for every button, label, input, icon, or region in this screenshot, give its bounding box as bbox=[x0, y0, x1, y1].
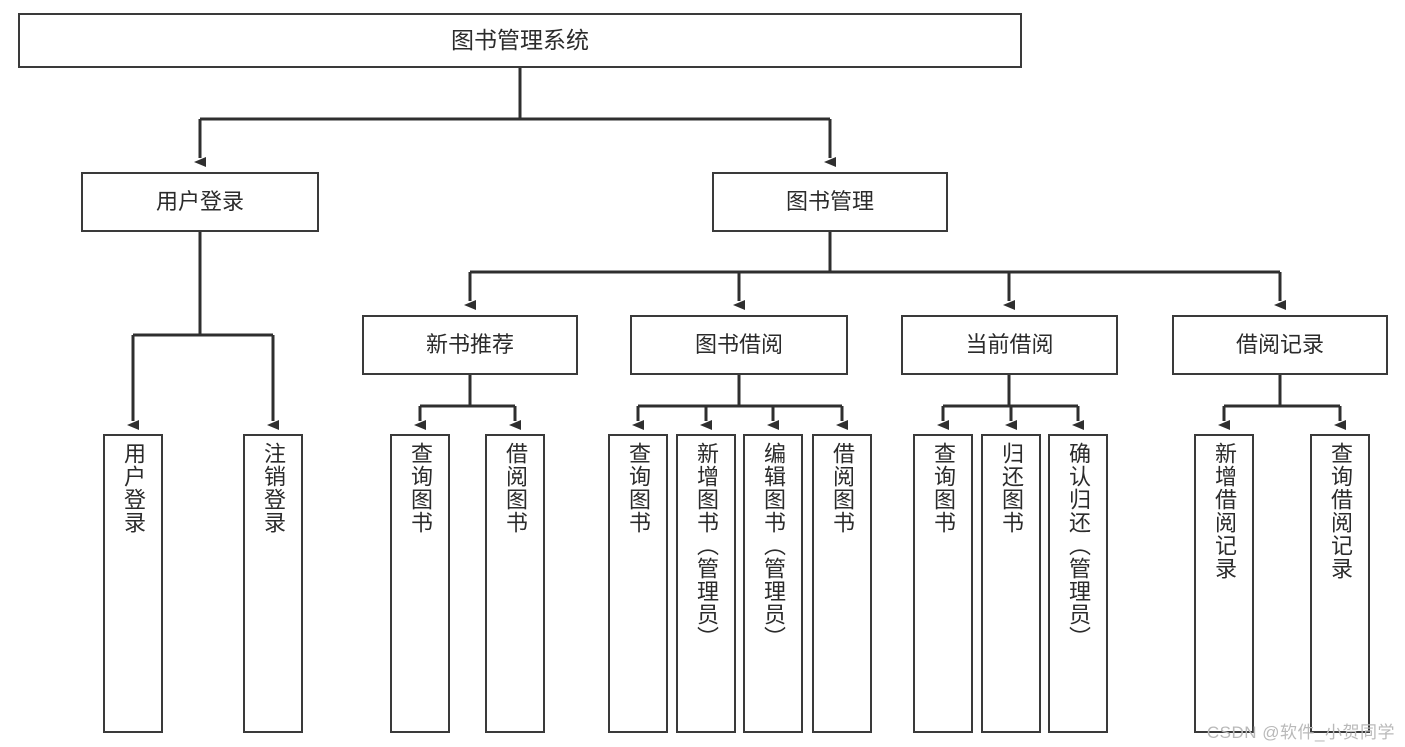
node-current-borrow-label: 当前借阅 bbox=[965, 332, 1054, 358]
node-leaf-borrow-book-1[interactable]: 借阅图书 bbox=[485, 434, 545, 733]
node-root[interactable]: 图书管理系统 bbox=[18, 13, 1022, 68]
node-leaf-edit-book-label: 编辑图书（管理员） bbox=[761, 442, 786, 649]
node-leaf-add-record-label: 新增借阅记录 bbox=[1212, 442, 1237, 580]
node-user-login-label: 用户登录 bbox=[155, 189, 244, 215]
node-borrow-record-label: 借阅记录 bbox=[1235, 332, 1324, 358]
node-leaf-query-record-label: 查询借阅记录 bbox=[1328, 442, 1353, 580]
node-borrow-record[interactable]: 借阅记录 bbox=[1172, 315, 1388, 375]
node-leaf-add-record[interactable]: 新增借阅记录 bbox=[1194, 434, 1254, 733]
node-leaf-add-book-label: 新增图书（管理员） bbox=[694, 442, 719, 649]
node-leaf-confirm-return-label: 确认归还（管理员） bbox=[1066, 442, 1091, 649]
node-leaf-query-record[interactable]: 查询借阅记录 bbox=[1310, 434, 1370, 733]
node-leaf-query-book-1[interactable]: 查询图书 bbox=[390, 434, 450, 733]
node-leaf-query-book-3-label: 查询图书 bbox=[931, 442, 956, 534]
node-leaf-query-book-1-label: 查询图书 bbox=[408, 442, 433, 534]
node-new-book-recommend-label: 新书推荐 bbox=[425, 332, 514, 358]
node-leaf-return-book-label: 归还图书 bbox=[999, 442, 1024, 534]
node-new-book-recommend[interactable]: 新书推荐 bbox=[362, 315, 578, 375]
node-leaf-query-book-2[interactable]: 查询图书 bbox=[608, 434, 668, 733]
node-current-borrow[interactable]: 当前借阅 bbox=[901, 315, 1118, 375]
node-leaf-user-logout-label: 注销登录 bbox=[261, 442, 286, 534]
node-leaf-query-book-3[interactable]: 查询图书 bbox=[913, 434, 973, 733]
node-book-manage[interactable]: 图书管理 bbox=[712, 172, 948, 232]
node-leaf-user-logout[interactable]: 注销登录 bbox=[243, 434, 303, 733]
watermark: CSDN @软件_小贺同学 bbox=[1206, 723, 1395, 742]
node-user-login[interactable]: 用户登录 bbox=[81, 172, 319, 232]
node-leaf-confirm-return[interactable]: 确认归还（管理员） bbox=[1048, 434, 1108, 733]
node-leaf-edit-book[interactable]: 编辑图书（管理员） bbox=[743, 434, 803, 733]
node-leaf-user-login-label: 用户登录 bbox=[121, 442, 146, 534]
node-leaf-user-login[interactable]: 用户登录 bbox=[103, 434, 163, 733]
node-leaf-query-book-2-label: 查询图书 bbox=[626, 442, 651, 534]
node-book-borrow-label: 图书借阅 bbox=[694, 332, 783, 358]
node-leaf-borrow-book-2[interactable]: 借阅图书 bbox=[812, 434, 872, 733]
node-leaf-borrow-book-1-label: 借阅图书 bbox=[503, 442, 528, 534]
node-book-borrow[interactable]: 图书借阅 bbox=[630, 315, 848, 375]
node-root-label: 图书管理系统 bbox=[451, 26, 589, 53]
node-leaf-borrow-book-2-label: 借阅图书 bbox=[830, 442, 855, 534]
node-leaf-add-book[interactable]: 新增图书（管理员） bbox=[676, 434, 736, 733]
node-book-manage-label: 图书管理 bbox=[785, 189, 874, 215]
node-leaf-return-book[interactable]: 归还图书 bbox=[981, 434, 1041, 733]
